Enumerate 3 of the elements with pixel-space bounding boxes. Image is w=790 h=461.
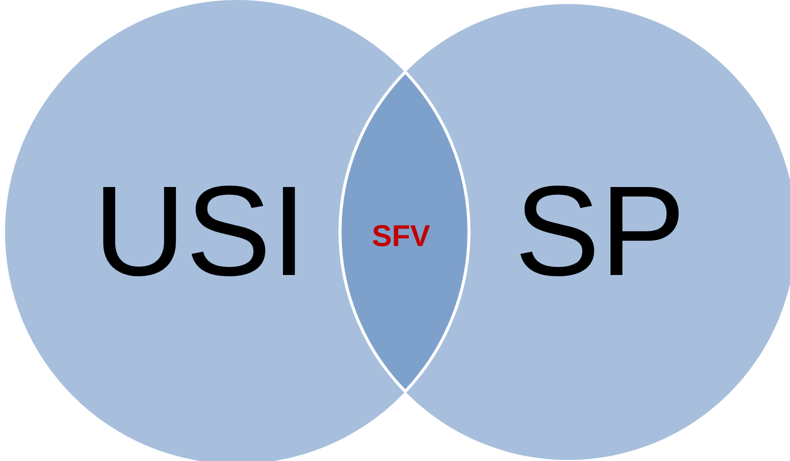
region-label: SP: [514, 168, 686, 296]
overlap-label: SFV: [372, 222, 430, 252]
region-label: USI: [93, 168, 307, 296]
